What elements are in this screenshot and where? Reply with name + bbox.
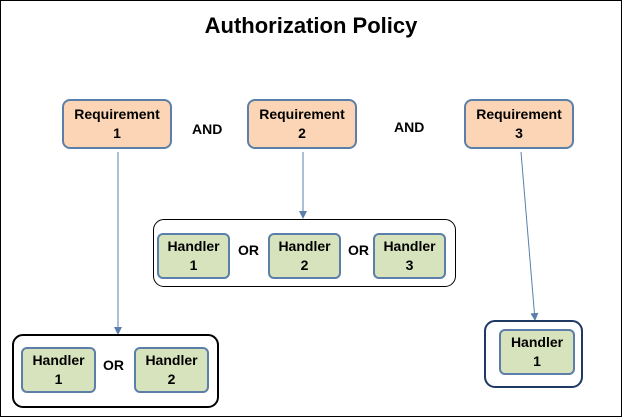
or-operator: OR xyxy=(238,242,259,258)
handler-number: 1 xyxy=(54,371,63,387)
handler-number: 2 xyxy=(167,371,176,387)
or-operator: OR xyxy=(348,242,369,258)
handler-label: Handler xyxy=(167,238,220,254)
or-operator: OR xyxy=(103,357,124,373)
requirement-1-box: Requirement 1 xyxy=(62,99,172,149)
requirement-2-box: Requirement 2 xyxy=(247,99,357,149)
requirement-1-label: Requirement xyxy=(74,106,160,122)
handler-label: Handler xyxy=(383,238,436,254)
handler-box: Handler 1 xyxy=(499,329,575,375)
handler-number: 2 xyxy=(300,257,309,273)
handler-number: 3 xyxy=(405,257,414,273)
and-operator-2: AND xyxy=(394,119,425,135)
requirement-3-box: Requirement 3 xyxy=(464,99,574,149)
handler-box: Handler 3 xyxy=(373,233,446,279)
requirement-2-number: 2 xyxy=(298,125,306,141)
and-operator-1: AND xyxy=(192,121,223,137)
handler-box: Handler 1 xyxy=(21,347,96,393)
handler-label: Handler xyxy=(145,352,198,368)
handler-number: 1 xyxy=(533,353,541,369)
handler-label: Handler xyxy=(510,334,564,350)
handler-box: Handler 2 xyxy=(134,347,209,393)
requirement-1-number: 1 xyxy=(113,125,121,141)
handler-box: Handler 2 xyxy=(268,233,341,279)
arrow-req3-to-group3 xyxy=(520,151,539,321)
handler-label: Handler xyxy=(278,238,331,254)
requirement-2-label: Requirement xyxy=(259,106,345,122)
requirement-3-label: Requirement xyxy=(476,106,562,122)
requirement-3-number: 3 xyxy=(515,125,523,141)
diagram-title: Authorization Policy xyxy=(204,13,418,38)
handler-label: Handler xyxy=(32,352,85,368)
handler-box: Handler 1 xyxy=(157,233,230,279)
handler-number: 1 xyxy=(189,257,198,273)
